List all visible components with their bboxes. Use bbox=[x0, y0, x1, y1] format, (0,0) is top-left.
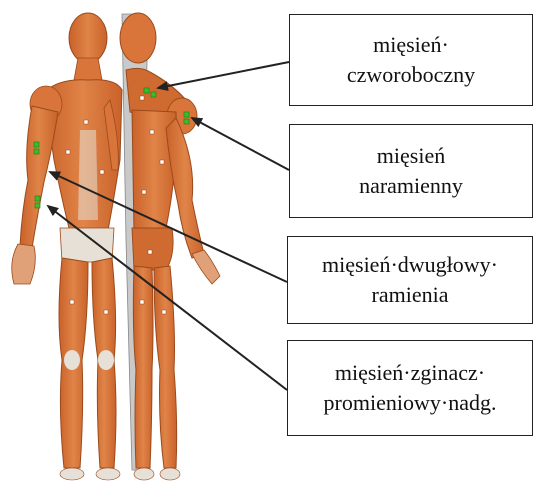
label-flexor-line2: promieniowy·nadg. bbox=[324, 388, 497, 418]
electrode-flexor-1 bbox=[35, 196, 40, 201]
label-biceps-line1: mięsień·dwugłowy· bbox=[322, 250, 498, 280]
label-trapezius-line1: mięsień· bbox=[373, 30, 449, 60]
electrode-deltoid-2 bbox=[184, 119, 189, 124]
front-left-knee bbox=[64, 350, 80, 370]
label-deltoid: mięsień naramienny bbox=[289, 124, 533, 218]
electrode-trapezius-1 bbox=[144, 88, 149, 93]
label-deltoid-line2: naramienny bbox=[359, 171, 463, 201]
electrode-biceps-1 bbox=[34, 142, 39, 147]
back-hand bbox=[192, 250, 220, 284]
label-biceps-line2: ramienia bbox=[372, 280, 449, 310]
front-left-foot bbox=[60, 468, 84, 480]
electrode-deltoid-1 bbox=[184, 112, 189, 117]
label-deltoid-line1: mięsień bbox=[377, 141, 445, 171]
arrow-deltoid bbox=[192, 118, 289, 170]
label-biceps: mięsień·dwugłowy· ramienia bbox=[287, 236, 533, 324]
back-left-leg bbox=[133, 266, 153, 468]
front-neck bbox=[74, 58, 102, 80]
back-head bbox=[120, 13, 156, 63]
electrode-flexor-2 bbox=[35, 203, 40, 208]
front-right-foot bbox=[96, 468, 120, 480]
label-trapezius: mięsień· czworoboczny bbox=[289, 14, 533, 106]
label-flexor-line1: mięsień·zginacz· bbox=[335, 358, 485, 388]
label-flexor: mięsień·zginacz· promieniowy·nadg. bbox=[287, 340, 533, 436]
front-head bbox=[69, 13, 107, 63]
front-pelvis bbox=[60, 228, 114, 262]
front-right-knee bbox=[98, 350, 114, 370]
electrode-biceps-2 bbox=[34, 149, 39, 154]
front-left-hand bbox=[12, 244, 36, 284]
front-left-arm bbox=[20, 106, 58, 248]
front-abdomen bbox=[78, 130, 98, 220]
arrow-trapezius bbox=[158, 62, 289, 88]
front-body bbox=[12, 13, 122, 480]
back-gluteal bbox=[132, 228, 173, 270]
back-right-foot bbox=[160, 468, 180, 480]
label-trapezius-line2: czworoboczny bbox=[347, 60, 475, 90]
back-left-foot bbox=[134, 468, 154, 480]
electrode-trapezius-2 bbox=[151, 92, 156, 97]
